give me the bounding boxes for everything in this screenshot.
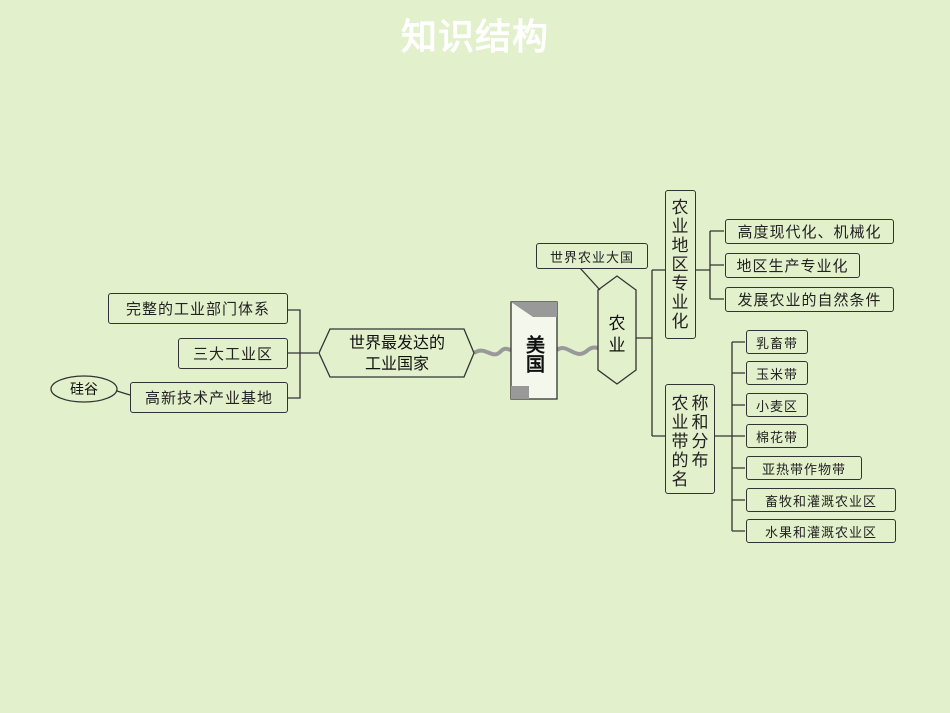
belt-char: 带 — [671, 432, 689, 452]
book-top-tab — [511, 302, 557, 317]
agri-hub-label: 农 业 — [598, 313, 636, 357]
spec-char: 地 — [671, 236, 689, 256]
spec-item-natural: 发展农业的自然条件 — [725, 287, 894, 312]
silicon-valley-ellipse — [50, 375, 118, 403]
belt-char: 名 — [671, 470, 689, 490]
spec-char: 化 — [671, 312, 689, 332]
spec-char: 专 — [671, 274, 689, 294]
belt-item-dairy: 乳畜带 — [746, 330, 808, 354]
agri-belts-text-col2: 称 和 分 布 — [690, 395, 710, 471]
hub-wave-connector — [472, 346, 512, 357]
industry-hub-line2: 工业国家 — [364, 354, 429, 373]
belt-item-wheat: 小麦区 — [746, 393, 808, 417]
spec-char: 区 — [671, 255, 689, 275]
industry-bracket — [288, 309, 318, 399]
spec-char: 业 — [671, 217, 689, 237]
agri-specialization-box — [665, 190, 696, 339]
industry-item-hightech: 高新技术产业基地 — [130, 382, 288, 413]
industry-item-sectors: 完整的工业部门体系 — [108, 293, 288, 324]
belt-item-corn: 玉米带 — [746, 361, 808, 385]
industry-hub-line1: 世界最发达的 — [348, 333, 445, 352]
agri-hub-line1: 农 — [608, 314, 626, 334]
agri-branch-bracket — [636, 269, 665, 437]
belt-item-subtropical: 亚热带作物带 — [746, 456, 862, 480]
agri-tag-box: 世界农业大国 — [536, 243, 648, 269]
industry-hub-label: 世界最发达的 工业国家 — [320, 332, 474, 374]
belt-item-livestock: 畜牧和灌溉农业区 — [746, 488, 896, 512]
agri-hub-shape — [597, 275, 637, 385]
belt-char: 分 — [691, 432, 709, 452]
belt-char: 的 — [671, 451, 689, 471]
spec-item-modern: 高度现代化、机械化 — [725, 219, 894, 244]
spec-bracket — [696, 230, 724, 300]
agri-specialization-text: 农 业 地 区 专 业 化 — [670, 199, 690, 332]
belt-char: 业 — [671, 413, 689, 433]
spec-char: 业 — [671, 293, 689, 313]
belt-char: 称 — [691, 394, 709, 414]
agri-tag-pointer — [579, 267, 601, 291]
belt-char: 农 — [671, 394, 689, 414]
book-shape — [510, 301, 558, 400]
agri-belts-box — [665, 384, 715, 494]
page-title: 知识结构 — [400, 17, 549, 58]
spec-item-regional: 地区生产专业化 — [725, 253, 860, 278]
agri-hub-line2: 业 — [608, 336, 626, 356]
agri-belts-text-col1: 农 业 带 的 名 — [670, 395, 690, 490]
industry-item-zones: 三大工业区 — [178, 338, 288, 369]
agri-wave-connector — [555, 345, 600, 356]
belt-item-cotton: 棉花带 — [746, 424, 808, 448]
belt-char: 和 — [691, 413, 709, 433]
belt-char: 布 — [691, 451, 709, 471]
belt-bracket — [715, 341, 745, 532]
silicon-valley-label: 硅谷 — [70, 382, 98, 398]
industry-hub-shape — [318, 328, 475, 378]
belt-item-fruit: 水果和灌溉农业区 — [746, 519, 896, 543]
center-country-label: 美国 — [523, 335, 545, 373]
book-bottom-tab — [511, 386, 529, 399]
silicon-connector — [116, 390, 131, 396]
spec-char: 农 — [671, 198, 689, 218]
